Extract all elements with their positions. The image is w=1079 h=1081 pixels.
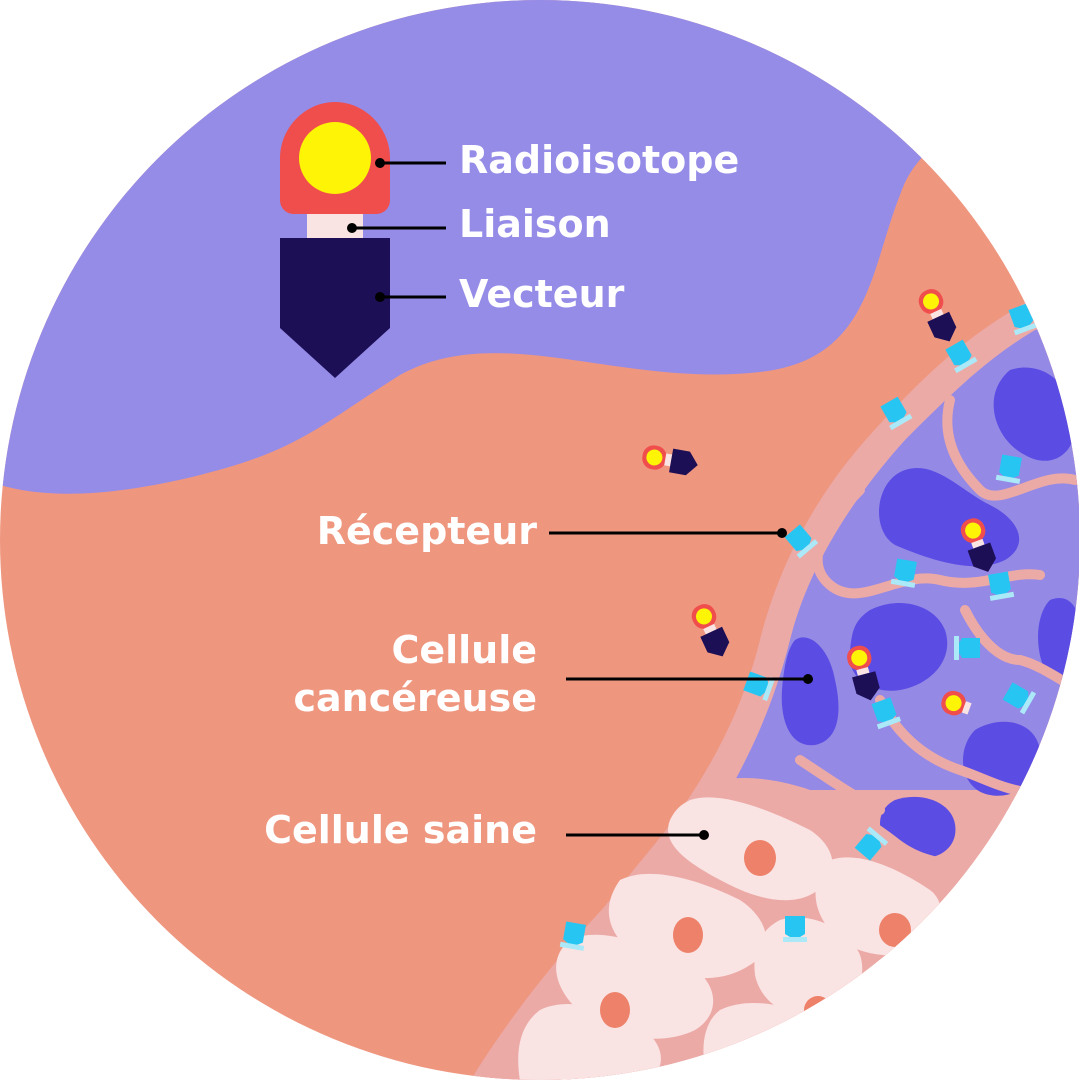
tumor-membrane-squiggles: [795, 395, 1079, 815]
radioisotope-core: [299, 122, 371, 194]
label-radioisotope: Radioisotope: [459, 138, 740, 182]
label-vecteur: Vecteur: [459, 272, 625, 316]
vector-block: [280, 238, 390, 378]
receptors: [559, 303, 1039, 951]
label-liaison: Liaison: [459, 202, 611, 246]
tumor-cells: [781, 367, 1079, 859]
blood-vessel-region: [0, 0, 1079, 494]
label-cellule-saine: Cellule saine: [264, 808, 537, 852]
label-cellule-cancereuse-line2: cancéreuse: [293, 676, 537, 720]
radioligand-molecules: [642, 289, 997, 716]
legend-molecule: [280, 102, 390, 378]
label-cellule-cancereuse-line1: Cellule: [391, 628, 537, 672]
label-recepteur: Récepteur: [316, 509, 537, 553]
leader-lines: [347, 158, 813, 840]
